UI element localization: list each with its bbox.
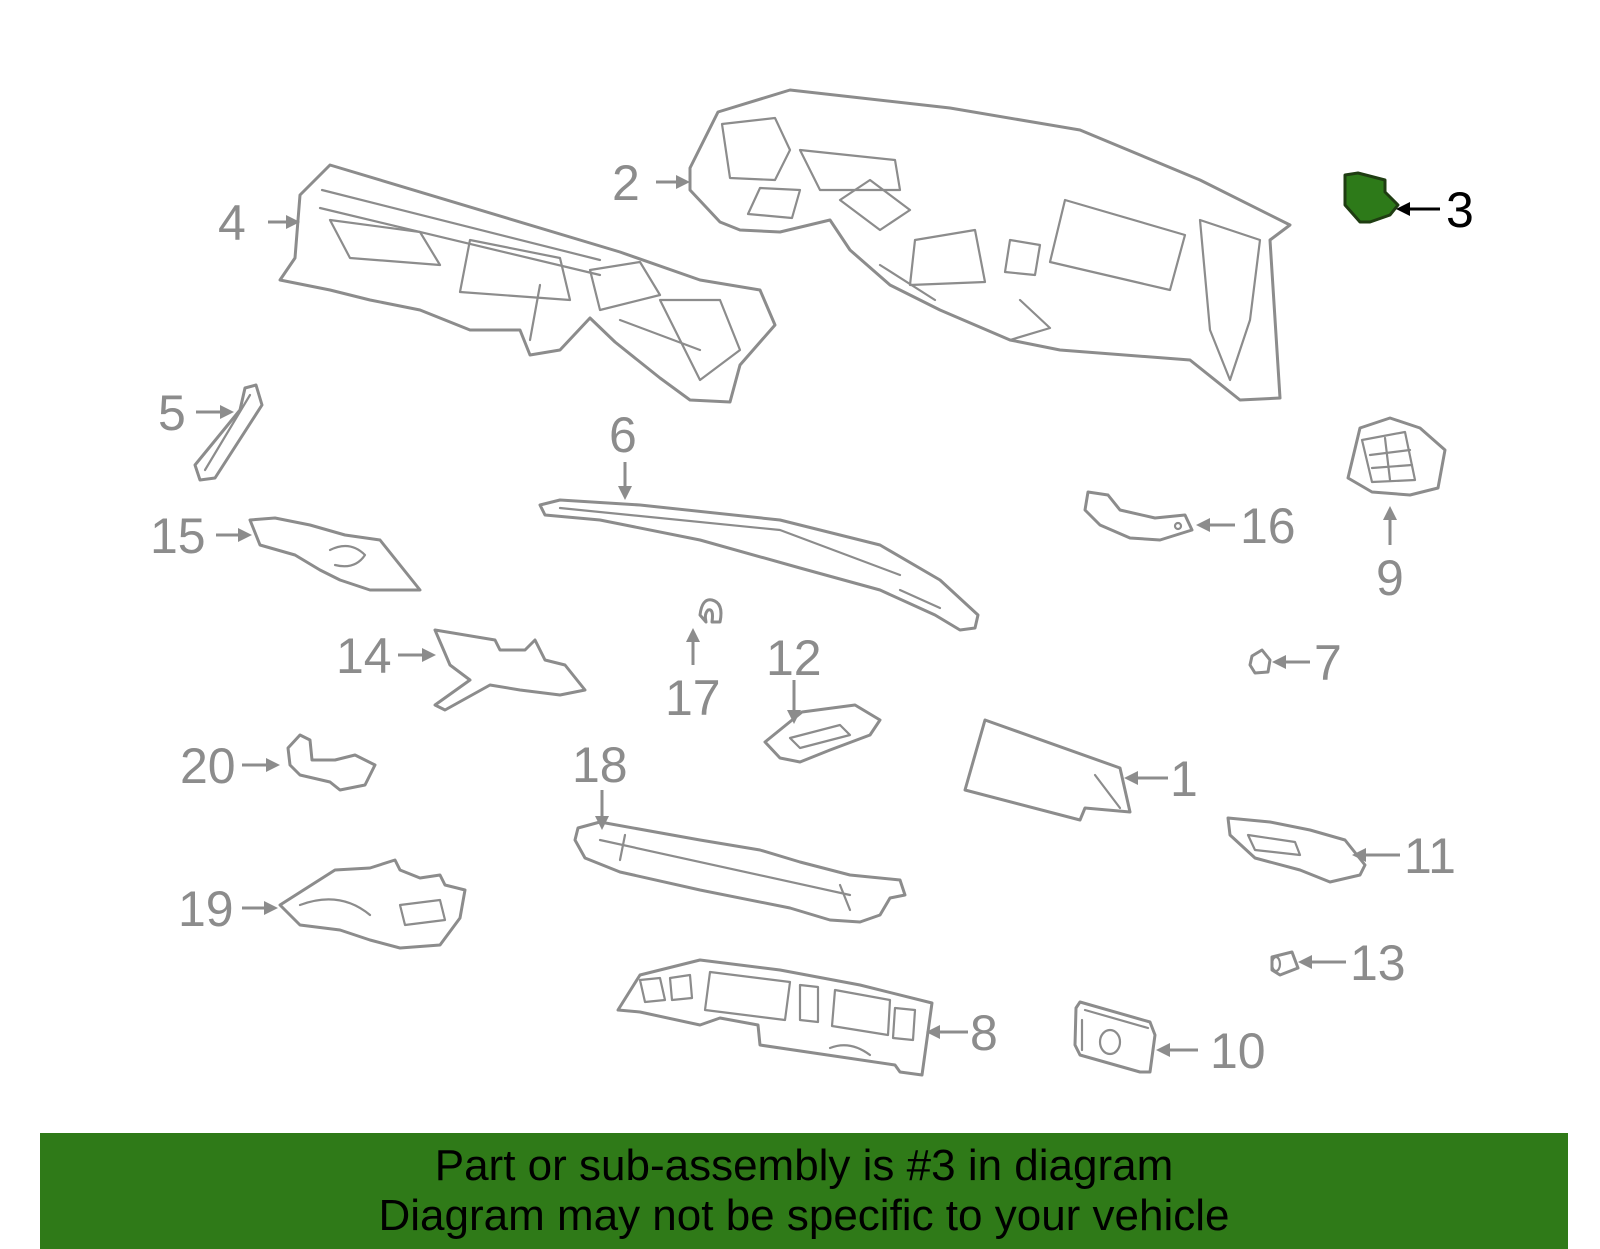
callout-19: 19: [178, 881, 234, 937]
notice-banner: Part or sub-assembly is #3 in diagram Di…: [40, 1133, 1568, 1249]
callout-8-arrow: [926, 1025, 968, 1039]
callout-8: 8: [970, 1005, 998, 1061]
callout-16-arrow: [1196, 518, 1235, 532]
callout-3-arrow: [1396, 202, 1440, 216]
part-4-cross-car-beam[interactable]: [278, 163, 777, 404]
part-8-cluster-bezel[interactable]: [616, 958, 934, 1077]
callout-7: 7: [1314, 635, 1342, 691]
part-9-vent[interactable]: [1346, 416, 1447, 497]
part-3-highlighted[interactable]: [1343, 171, 1400, 224]
callout-14-arrow: [398, 648, 436, 662]
callout-6-arrow: [618, 462, 632, 500]
callout-12-arrow: [787, 680, 801, 724]
part-20[interactable]: [286, 733, 377, 792]
callout-16: 16: [1240, 498, 1296, 554]
callout-4: 4: [218, 195, 246, 251]
banner-line-1: Part or sub-assembly is #3 in diagram: [434, 1141, 1174, 1190]
callout-5: 5: [158, 385, 186, 441]
callout-11: 11: [1404, 828, 1456, 884]
part-14[interactable]: [433, 628, 587, 712]
callout-13-arrow: [1298, 955, 1346, 969]
callout-10-arrow: [1156, 1043, 1198, 1057]
callout-7-arrow: [1272, 655, 1310, 669]
part-11[interactable]: [1226, 816, 1367, 884]
callout-10: 10: [1210, 1023, 1266, 1079]
callout-3: 3: [1446, 182, 1474, 238]
callout-15-arrow: [216, 528, 252, 542]
callout-2: 2: [612, 155, 640, 211]
part-17-clip[interactable]: [698, 598, 723, 624]
part-6-trim[interactable]: [538, 498, 980, 632]
callout-12: 12: [766, 630, 822, 686]
part-15[interactable]: [248, 516, 422, 592]
callout-20-arrow: [242, 758, 280, 772]
callout-9-arrow: [1383, 506, 1397, 545]
callout-14: 14: [336, 628, 392, 684]
callout-18: 18: [572, 737, 628, 793]
part-1-glovebox[interactable]: [963, 718, 1132, 822]
part-19[interactable]: [278, 858, 467, 950]
part-13[interactable]: [1270, 950, 1300, 977]
callout-18-arrow: [595, 790, 609, 830]
part-5[interactable]: [193, 383, 264, 482]
callout-1-arrow: [1124, 771, 1168, 785]
part-12[interactable]: [763, 703, 882, 764]
banner-line-2: Diagram may not be specific to your vehi…: [378, 1191, 1230, 1240]
callout-4-arrow: [268, 215, 300, 229]
part-18[interactable]: [573, 820, 907, 924]
callout-5-arrow: [196, 405, 234, 419]
callout-19-arrow: [242, 901, 278, 915]
callout-17: 17: [665, 670, 721, 726]
callout-17-arrow: [686, 628, 700, 665]
part-10[interactable]: [1073, 1000, 1157, 1074]
callout-20: 20: [180, 738, 236, 794]
part-7[interactable]: [1248, 648, 1272, 675]
part-16[interactable]: [1083, 490, 1194, 542]
callout-15: 15: [150, 508, 206, 564]
callout-11-arrow: [1352, 848, 1400, 862]
callout-1: 1: [1170, 751, 1198, 807]
callout-9: 9: [1376, 550, 1404, 606]
part-2-instrument-panel[interactable]: [688, 88, 1292, 402]
callout-6: 6: [609, 407, 637, 463]
callout-13: 13: [1350, 935, 1406, 991]
callout-2-arrow: [656, 175, 690, 189]
